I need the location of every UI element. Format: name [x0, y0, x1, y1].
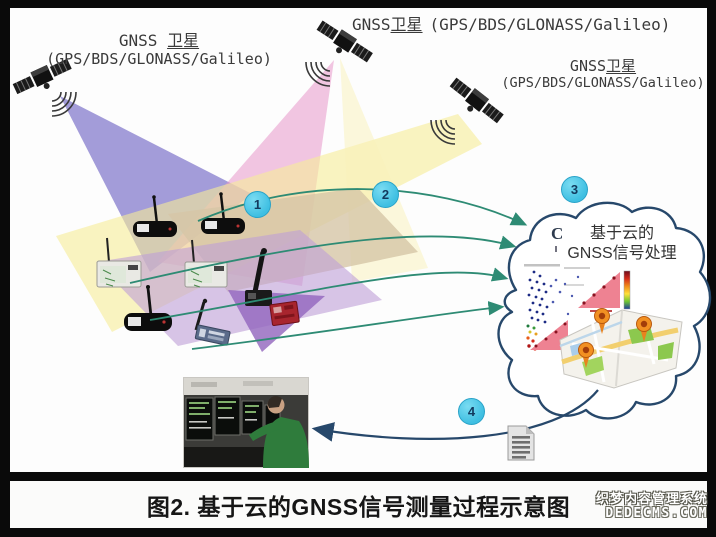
cloud-letter: C	[551, 224, 564, 243]
satellite-icon	[430, 77, 504, 145]
gnss-receiver-icon	[133, 195, 177, 237]
cloud-title: 基于云的 GNSS信号处理	[567, 225, 677, 262]
figure-caption: 图2. 基于云的GNSS信号测量过程示意图	[146, 493, 571, 520]
signal-waves-icon	[430, 119, 456, 145]
step-badge-1: 1	[244, 191, 271, 218]
signal-waves-icon	[305, 61, 331, 87]
watermark-line1: 织梦内容管理系统	[595, 491, 708, 506]
step-badge-4: 4	[458, 398, 485, 425]
gnss-module-board	[96, 237, 142, 288]
map-pin-icon	[578, 342, 594, 368]
uplink-arrows	[129, 188, 528, 350]
signal-scatter-plot	[520, 262, 632, 360]
step-badge-3: 3	[561, 176, 588, 203]
document-icon	[507, 425, 535, 461]
caption-strip	[10, 481, 707, 528]
step-badge-2: 2	[372, 181, 399, 208]
control-room-photo	[183, 377, 309, 468]
satellite-icon	[305, 20, 373, 87]
watermark-line2: DEDECMS.COM	[605, 505, 708, 521]
downlink-arrow	[311, 389, 599, 442]
satellite-icon	[12, 58, 77, 117]
map-pin-icon	[636, 316, 652, 342]
signal-waves-icon	[51, 91, 77, 117]
gnss-receiver-icon	[201, 192, 245, 234]
watermark: 织梦内容管理系统 DEDECMS.COM	[595, 491, 708, 522]
satellite-label-top-center: GNSS 卫星 (GPS/BDS/GLONASS/Galileo)	[46, 31, 272, 68]
dev-board	[194, 298, 231, 346]
map-with-pins	[559, 308, 683, 389]
satellite-label-top-right: GNSS卫星(GPS/BDS/GLONASS/Galileo)	[352, 15, 671, 34]
red-board	[269, 300, 300, 327]
satellite-label-right: GNSS卫星 (GPS/BDS/GLONASS/Galileo)	[501, 57, 705, 91]
map-pin-icon	[594, 308, 610, 334]
